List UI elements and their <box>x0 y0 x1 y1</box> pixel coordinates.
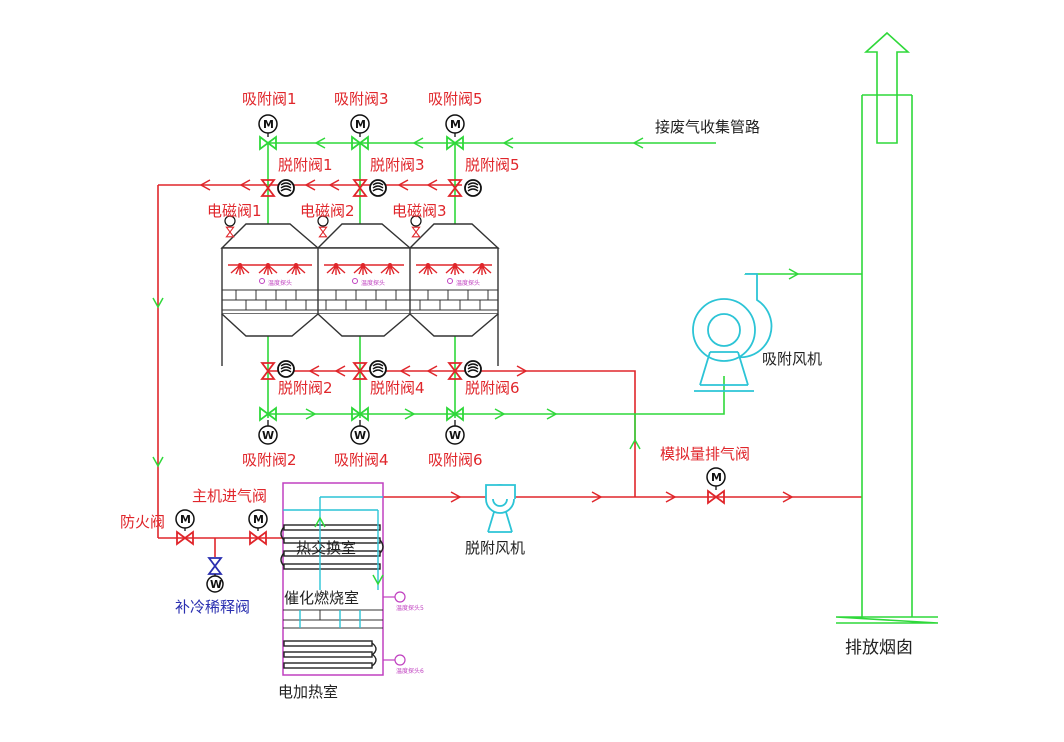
cooling-dilution-valve-label: 补冷稀释阀 <box>175 598 250 616</box>
solenoid-icon <box>410 215 422 227</box>
motor-icon <box>350 114 370 134</box>
manual-symbol: W <box>262 429 274 442</box>
manual-symbol: W <box>354 429 366 442</box>
probe-6-label: 温度探头6 <box>396 667 424 675</box>
adsorption-fan-label: 吸附风机 <box>762 350 822 368</box>
motor-symbol: M <box>355 118 366 131</box>
motor-symbol: M <box>450 118 461 131</box>
desorption-fan-icon <box>485 484 516 533</box>
motor-icon <box>258 114 278 134</box>
manual-actuator-icon <box>206 575 224 593</box>
manual-actuator-icon <box>445 425 465 445</box>
solenoid-2-label: 电磁阀2 <box>300 202 355 220</box>
ads-valve-5-label: 吸附阀5 <box>428 90 483 108</box>
adsorption-fan-icon <box>692 273 773 392</box>
manual-symbol: W <box>210 578 222 591</box>
valves: M M M <box>175 114 726 593</box>
catalytic-room-label: 催化燃烧室 <box>284 589 359 607</box>
red-pipes <box>157 184 862 557</box>
solenoid-icon <box>224 215 236 227</box>
ads-valve-1-label: 吸附阀1 <box>242 90 297 108</box>
motor-icon <box>248 509 268 529</box>
solenoid-icon <box>317 215 329 227</box>
waste-gas-pipe-label: 接废气收集管路 <box>655 118 760 136</box>
probe-5-label: 温度探头5 <box>396 604 424 612</box>
heat-exchange-room-label: 热交换室 <box>296 539 356 557</box>
des-valve-3-label: 脱附阀3 <box>370 156 425 174</box>
manual-actuator-icon <box>258 425 278 445</box>
ads-valve-4-label: 吸附阀4 <box>334 451 389 469</box>
chimney-label: 排放烟囱 <box>845 638 913 658</box>
fire-valve-label: 防火阀 <box>120 513 165 531</box>
bed-probe-label-1: 温度探头 <box>268 279 292 287</box>
manual-actuator-icon <box>350 425 370 445</box>
des-valve-4-label: 脱附阀4 <box>370 379 425 397</box>
motor-icon <box>445 114 465 134</box>
solenoid-1-label: 电磁阀1 <box>207 202 262 220</box>
motor-symbol: M <box>711 471 722 484</box>
motor-icon <box>706 467 726 487</box>
adsorption-beds: 温度探头 温度探头 温度探头 <box>220 223 500 366</box>
des-valve-2-label: 脱附阀2 <box>278 379 333 397</box>
des-valve-5-label: 脱附阀5 <box>465 156 520 174</box>
simulated-exhaust-valve-label: 模拟量排气阀 <box>660 445 750 463</box>
motor-symbol: M <box>180 513 191 526</box>
des-valve-1-label: 脱附阀1 <box>278 156 333 174</box>
ads-valve-6-label: 吸附阀6 <box>428 451 483 469</box>
motor-icon <box>175 509 195 529</box>
main-inlet-valve-label: 主机进气阀 <box>192 487 267 505</box>
green-pipes <box>267 31 939 624</box>
motor-symbol: M <box>263 118 274 131</box>
catalytic-unit: 温度探头5 温度探头6 <box>280 482 424 676</box>
labels: 吸附阀1 吸附阀3 吸附阀5 脱附阀1 脱附阀3 脱附阀5 电磁阀1 电磁阀2 … <box>120 90 913 701</box>
ads-valve-2-label: 吸附阀2 <box>242 451 297 469</box>
bed-probe-label-3: 温度探头 <box>456 279 480 287</box>
ads-valve-3-label: 吸附阀3 <box>334 90 389 108</box>
desorption-fan-label: 脱附风机 <box>465 539 525 557</box>
bed-probe-label-2: 温度探头 <box>361 279 385 287</box>
manual-symbol: W <box>449 429 461 442</box>
des-valve-6-label: 脱附阀6 <box>465 379 520 397</box>
motor-symbol: M <box>253 513 264 526</box>
electric-heating-room-label: 电加热室 <box>278 683 338 701</box>
solenoid-3-label: 电磁阀3 <box>392 202 447 220</box>
